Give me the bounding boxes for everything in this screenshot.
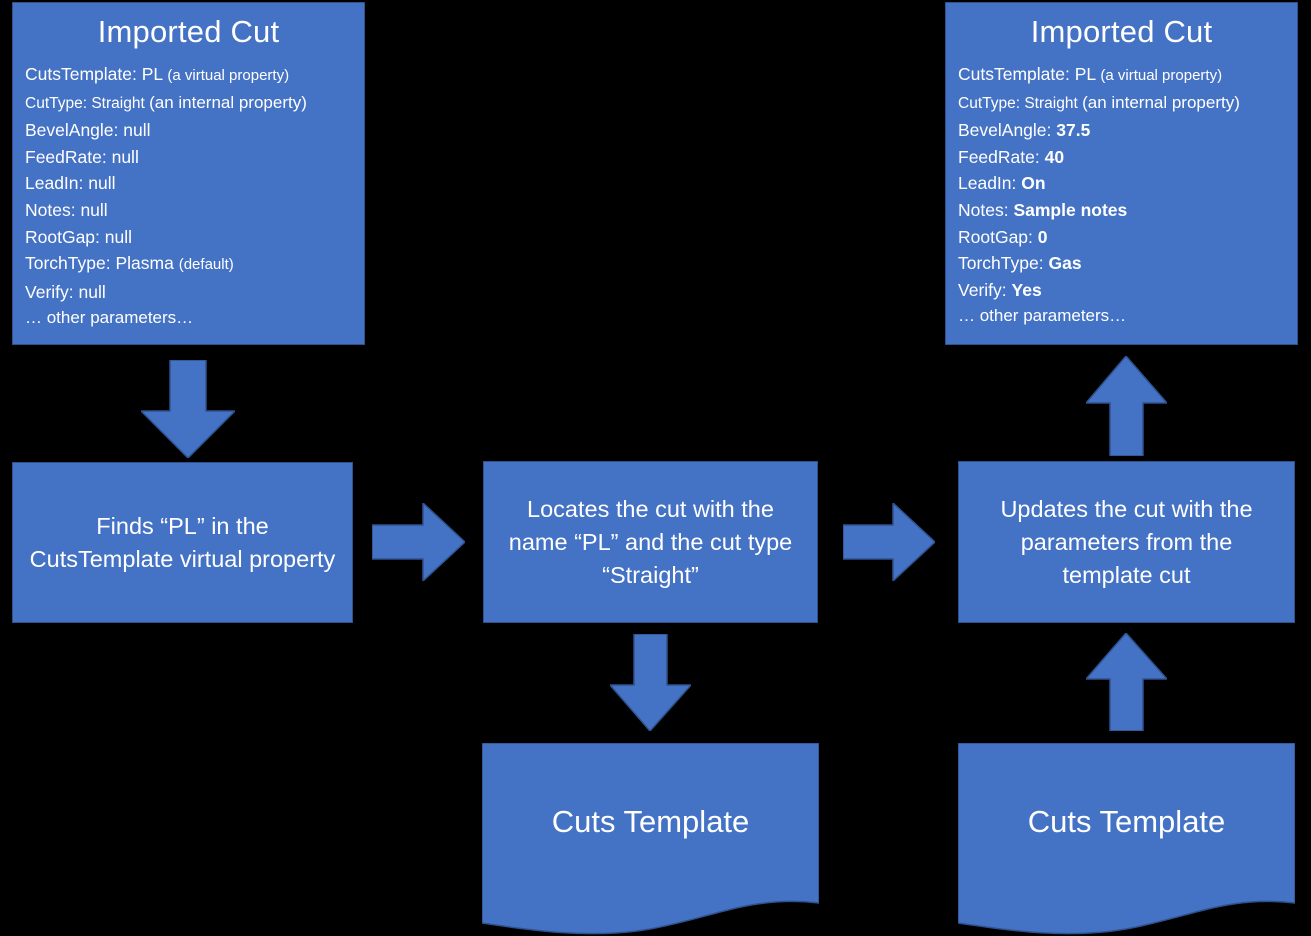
param-key: CutsTemplate: bbox=[25, 64, 137, 85]
param-key: Verify: bbox=[958, 279, 1007, 300]
param-row-bevelangle: BevelAngle: null bbox=[25, 117, 364, 144]
imported-cut-before-box: Imported Cut CutsTemplate: PL (a virtual… bbox=[12, 2, 365, 345]
param-key: CutType: bbox=[958, 94, 1021, 112]
param-row-cutstemplate: CutsTemplate: PL (a virtual property) bbox=[25, 61, 364, 90]
param-value: Straight bbox=[1024, 94, 1078, 112]
step-box-2: Locates the cut with the name “PL” and t… bbox=[483, 461, 818, 623]
arrow-down-imported-to-step1 bbox=[141, 360, 235, 458]
param-value: PL bbox=[1074, 64, 1096, 85]
param-value: 37.5 bbox=[1056, 120, 1091, 141]
arrow-up-step3-to-imported bbox=[1086, 356, 1167, 456]
param-row-leadin: LeadIn: null bbox=[25, 170, 364, 197]
param-value: null bbox=[78, 281, 106, 302]
param-value: Gas bbox=[1048, 253, 1082, 274]
param-row-leadin: LeadIn: On bbox=[958, 170, 1297, 197]
param-key: TorchType: bbox=[958, 253, 1044, 274]
step-box-3: Updates the cut with the parameters from… bbox=[958, 461, 1295, 623]
arrow-up-template2-to-step3 bbox=[1086, 633, 1167, 731]
param-value: Sample notes bbox=[1013, 200, 1128, 221]
param-key: FeedRate: bbox=[25, 146, 107, 167]
param-row-verify: Verify: Yes bbox=[958, 277, 1297, 304]
param-key: LeadIn: bbox=[958, 173, 1017, 194]
param-row-footer: … other parameters… bbox=[958, 306, 1127, 326]
param-note: (an internal property) bbox=[1082, 92, 1240, 112]
param-note: (default) bbox=[178, 256, 234, 274]
param-key: RootGap: bbox=[25, 226, 100, 247]
param-value: Straight bbox=[91, 94, 145, 112]
param-value: PL bbox=[141, 64, 163, 85]
param-row-notes: Notes: null bbox=[25, 197, 364, 224]
param-key: LeadIn: bbox=[25, 173, 84, 194]
imported-cut-before-list: CutsTemplate: PL (a virtual property) Cu… bbox=[13, 57, 364, 332]
param-row-feedrate: FeedRate: null bbox=[25, 144, 364, 171]
arrow-down-step2-to-template1 bbox=[610, 634, 691, 731]
param-row-cutstemplate: CutsTemplate: PL (a virtual property) bbox=[958, 61, 1297, 90]
imported-cut-before-title: Imported Cut bbox=[97, 14, 280, 49]
param-row-verify: Verify: null bbox=[25, 279, 364, 306]
param-key: CutsTemplate: bbox=[958, 64, 1070, 85]
param-value: null bbox=[88, 173, 116, 194]
param-row-torchtype: TorchType: Plasma (default) bbox=[25, 250, 364, 279]
step-box-3-label: Updates the cut with the parameters from… bbox=[1000, 495, 1253, 588]
param-value: Plasma bbox=[115, 253, 174, 274]
param-key: Verify: bbox=[25, 281, 74, 302]
step-box-2-label: Locates the cut with the name “PL” and t… bbox=[508, 495, 793, 588]
param-row-rootgap: RootGap: 0 bbox=[958, 224, 1297, 251]
param-row-bevelangle: BevelAngle: 37.5 bbox=[958, 117, 1297, 144]
param-key: FeedRate: bbox=[958, 146, 1040, 167]
param-note: (a virtual property) bbox=[167, 67, 290, 85]
param-row-cuttype: CutType: Straight (an internal property) bbox=[25, 90, 364, 118]
param-value: Yes bbox=[1011, 279, 1042, 300]
param-row-rootgap: RootGap: null bbox=[25, 224, 364, 251]
imported-cut-after-box: Imported Cut CutsTemplate: PL (a virtual… bbox=[945, 2, 1298, 345]
param-value: null bbox=[80, 200, 108, 221]
param-key: BevelAngle: bbox=[958, 120, 1052, 141]
param-row-feedrate: FeedRate: 40 bbox=[958, 144, 1297, 171]
param-note: (a virtual property) bbox=[1100, 67, 1223, 85]
param-key: BevelAngle: bbox=[25, 120, 119, 141]
param-value: 0 bbox=[1037, 226, 1048, 247]
param-key: TorchType: bbox=[25, 253, 111, 274]
param-row-notes: Notes: Sample notes bbox=[958, 197, 1297, 224]
param-key: Notes: bbox=[958, 200, 1009, 221]
param-note: (an internal property) bbox=[149, 92, 307, 112]
param-row-cuttype: CutType: Straight (an internal property) bbox=[958, 90, 1297, 118]
param-value: null bbox=[104, 226, 133, 247]
param-key: Notes: bbox=[25, 200, 76, 221]
imported-cut-after-list: CutsTemplate: PL (a virtual property) Cu… bbox=[946, 57, 1297, 330]
step-box-1-label: Finds “PL” in the CutsTemplate virtual p… bbox=[29, 512, 336, 572]
param-value: null bbox=[111, 146, 139, 167]
param-row-torchtype: TorchType: Gas bbox=[958, 250, 1297, 277]
cuts-template-document-1: Cuts Template bbox=[482, 743, 819, 936]
param-key: RootGap: bbox=[958, 226, 1033, 247]
param-key: CutType: bbox=[25, 94, 88, 112]
step-box-1: Finds “PL” in the CutsTemplate virtual p… bbox=[12, 462, 353, 623]
param-value: On bbox=[1021, 173, 1046, 194]
arrow-right-step2-to-step3 bbox=[843, 503, 935, 581]
imported-cut-after-title: Imported Cut bbox=[1030, 14, 1213, 49]
arrow-right-step1-to-step2 bbox=[372, 503, 465, 581]
cuts-template-document-2: Cuts Template bbox=[958, 743, 1295, 936]
param-value: 40 bbox=[1044, 146, 1065, 167]
param-value: null bbox=[123, 120, 151, 141]
param-row-footer: … other parameters… bbox=[25, 308, 194, 328]
